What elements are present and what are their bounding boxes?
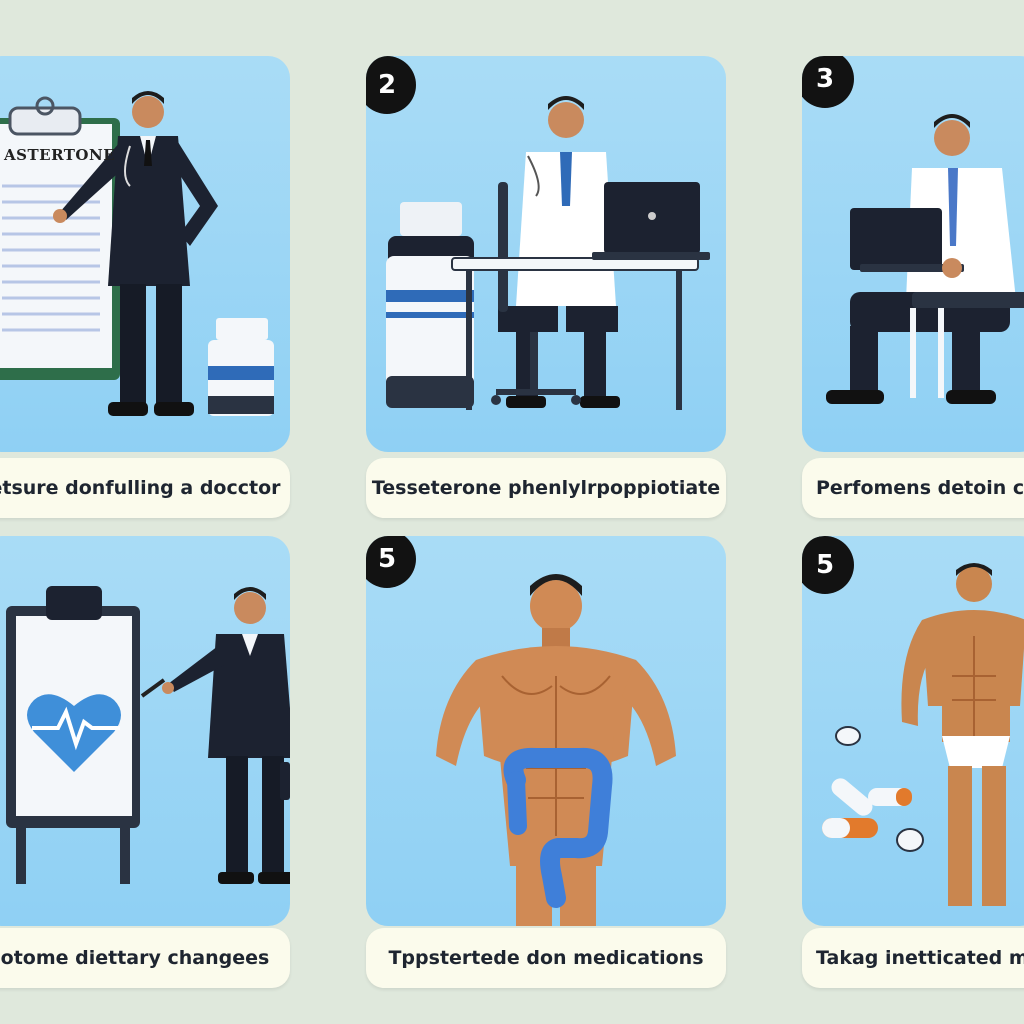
pill-bottle-icon bbox=[386, 202, 474, 408]
step-2-panel: 2 bbox=[366, 56, 726, 452]
step-2-badge: 2 bbox=[366, 56, 416, 114]
step-4-panel bbox=[0, 536, 290, 926]
step-1-illustration bbox=[0, 91, 274, 416]
colon-icon bbox=[503, 747, 613, 908]
pill-icon bbox=[835, 726, 924, 852]
step-5-caption: Tppstertede don medications bbox=[366, 928, 726, 988]
chair-icon bbox=[910, 292, 1024, 398]
step-6-panel: 5 bbox=[802, 536, 1024, 926]
chair-icon bbox=[491, 182, 581, 405]
briefcase-icon bbox=[280, 762, 290, 800]
heart-pulse-icon bbox=[27, 694, 121, 772]
doctor-figure bbox=[140, 587, 290, 884]
step-3-badge: 3 bbox=[802, 56, 854, 108]
step-5-caption-text: Tppstertede don medications bbox=[388, 947, 704, 969]
step-2-caption-text: Tesseterone phenlylrpoppiotiate bbox=[371, 477, 721, 499]
desk-icon bbox=[451, 257, 699, 410]
step-3-caption-text: Perfomens detoin co bbox=[816, 477, 1024, 499]
step-2-caption: Tesseterone phenlylrpoppiotiate bbox=[366, 458, 726, 518]
step-3-panel: 3 bbox=[802, 56, 1024, 452]
step-4-caption-text: otome diettary changees bbox=[0, 947, 270, 969]
step-5-badge: 5 bbox=[366, 536, 416, 588]
step-6-badge: 5 bbox=[802, 536, 854, 594]
laptop-icon bbox=[850, 208, 964, 278]
step-1-caption: etsure donfulling a docctor bbox=[0, 458, 290, 518]
step-6-caption: Takag inetticated me bbox=[802, 928, 1024, 988]
step-5-panel: 5 bbox=[366, 536, 726, 926]
pill-bottle-icon bbox=[208, 318, 274, 416]
laptop-icon bbox=[592, 182, 710, 260]
step-1-caption-text: etsure donfulling a docctor bbox=[0, 477, 281, 499]
clipboard-label: ASTERTONE bbox=[4, 146, 116, 164]
clipboard-icon bbox=[0, 96, 120, 380]
step-1-panel: ASTERTONE bbox=[0, 56, 290, 452]
doctor-figure bbox=[53, 91, 218, 416]
capsule-icon bbox=[822, 778, 912, 838]
step-6-illustration bbox=[822, 563, 1024, 906]
step-4-caption: otome diettary changees bbox=[0, 928, 290, 988]
step-4-illustration bbox=[6, 586, 290, 884]
bodybuilder-figure bbox=[901, 563, 1024, 906]
bodybuilder-figure bbox=[436, 574, 676, 926]
step-3-illustration bbox=[826, 114, 1024, 404]
step-3-caption: Perfomens detoin co bbox=[802, 458, 1024, 518]
step-5-illustration bbox=[436, 574, 676, 926]
step-2-illustration bbox=[386, 96, 710, 410]
step-6-caption-text: Takag inetticated me bbox=[816, 947, 1024, 969]
